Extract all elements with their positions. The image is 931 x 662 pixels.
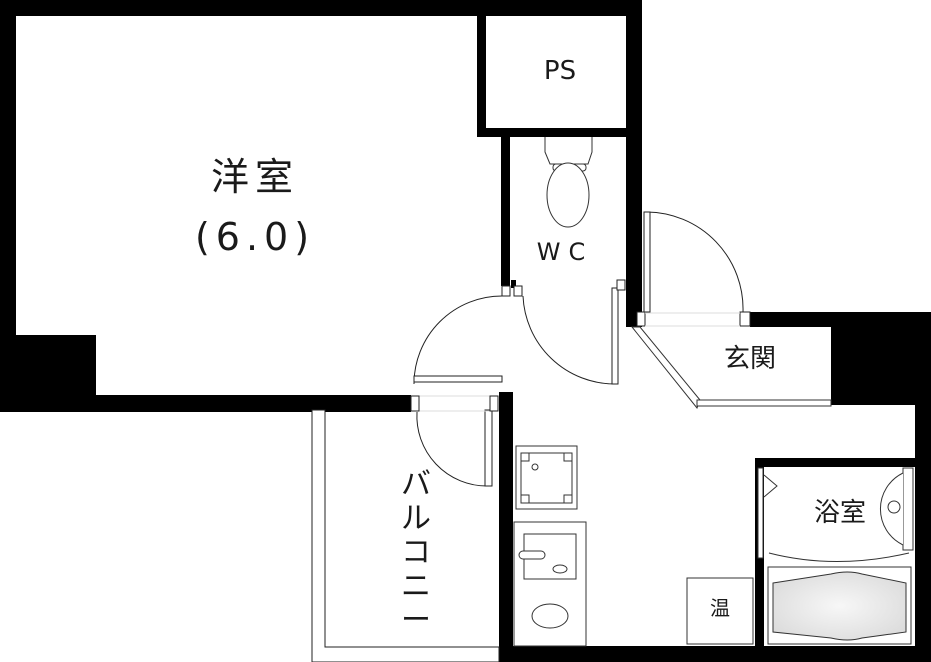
western-room-size: (6.0) bbox=[194, 215, 316, 259]
entrance-label: 玄関 bbox=[723, 344, 776, 374]
door-wc bbox=[513, 279, 626, 385]
western-room-label: 洋室 bbox=[210, 155, 299, 199]
bathtub bbox=[772, 571, 907, 641]
pipe-space-label: PS bbox=[543, 56, 577, 86]
door-western-room bbox=[413, 285, 511, 385]
door-balcony bbox=[410, 395, 499, 487]
washing-machine-pan bbox=[515, 445, 578, 510]
genkan-step bbox=[630, 326, 832, 409]
toilet-fixture bbox=[544, 137, 593, 228]
water-heater-label: 温 bbox=[710, 596, 730, 620]
water-heater-box bbox=[686, 577, 754, 645]
door-entrance bbox=[636, 211, 751, 327]
balcony-label: バルコニー bbox=[401, 467, 431, 638]
kitchen-counter bbox=[513, 521, 587, 647]
toilet-label: WC bbox=[536, 238, 594, 266]
balcony-railing bbox=[311, 409, 500, 662]
bathroom-label: 浴室 bbox=[813, 498, 866, 528]
